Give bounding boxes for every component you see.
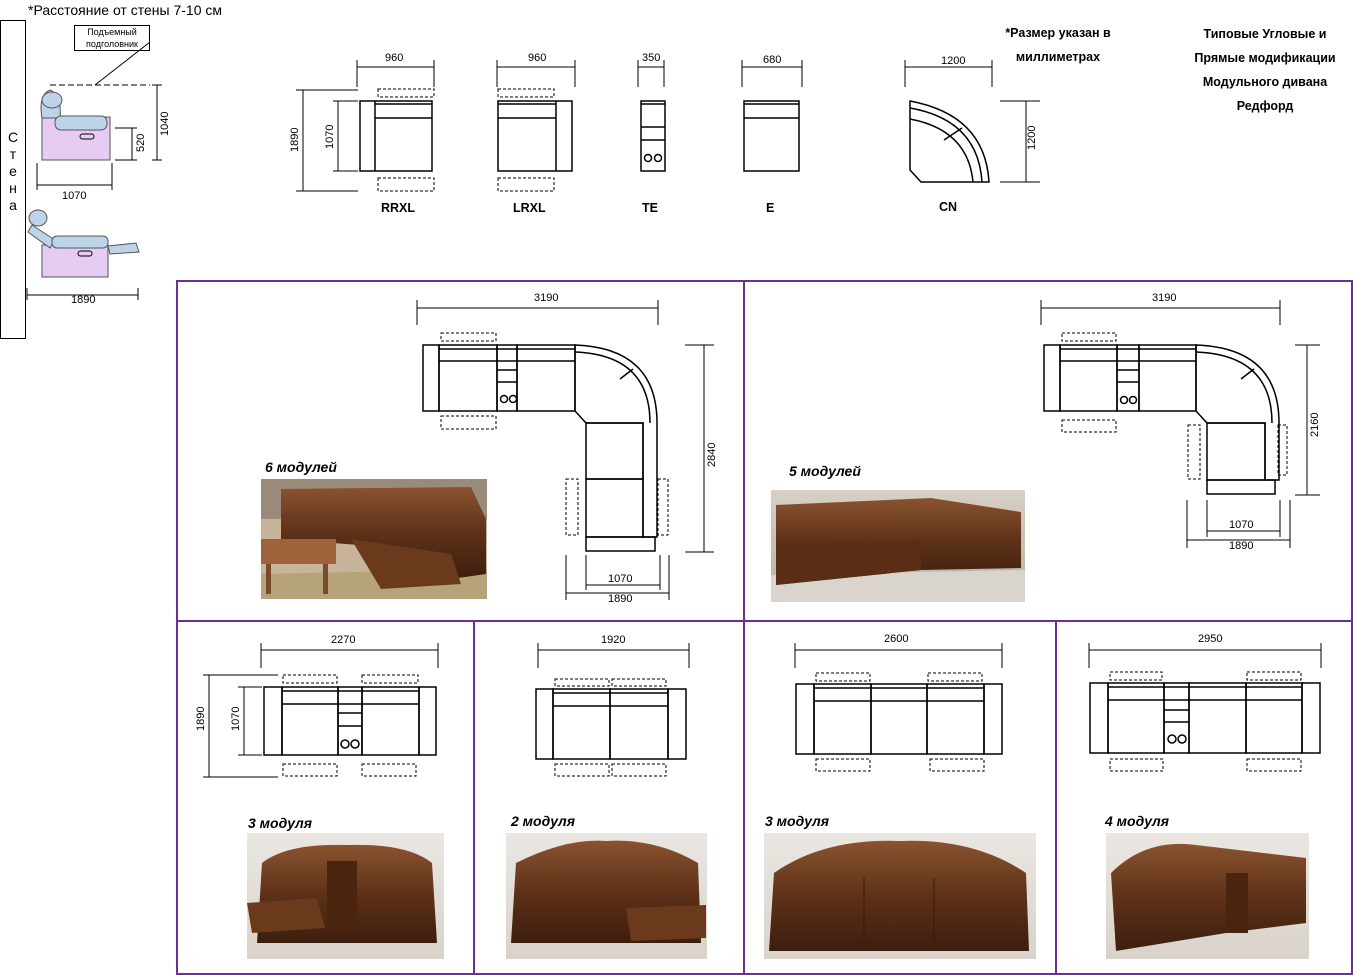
config3a-depth-closed: 1070 [230, 706, 242, 731]
lrxl-width: 960 [528, 52, 547, 64]
title-line-3: Модульного дивана [1202, 75, 1328, 89]
config6-width: 3190 [534, 292, 559, 304]
e-width: 680 [763, 54, 782, 66]
recliner-depth-closed: 1070 [62, 190, 87, 202]
te-code: TE [642, 201, 658, 215]
wall-label: С т е н а [8, 129, 19, 213]
cn-depth: 1200 [1026, 125, 1038, 150]
config3b-caption: 3 модуля [765, 813, 829, 829]
lrxl-code: LRXL [513, 201, 546, 215]
sofa-photo-2 [506, 833, 707, 959]
config6-depth: 2840 [706, 442, 718, 467]
config3a-depth-open: 1890 [195, 706, 207, 731]
sofa-photo-3b [764, 833, 1036, 959]
config6-leg-open: 1890 [608, 593, 633, 605]
config2-width: 1920 [601, 634, 626, 646]
config5-depth: 2160 [1309, 412, 1321, 437]
te-width: 350 [642, 52, 661, 64]
title-line-1: Типовые Угловые и [1203, 27, 1327, 41]
config6-caption: 6 модулей [265, 459, 337, 475]
sofa-photo-3a [247, 833, 444, 959]
recliner-seat: 520 [135, 133, 147, 152]
sofa-photo-4 [1106, 833, 1309, 959]
cn-code: CN [939, 200, 958, 214]
config5-leg-closed: 1070 [1229, 519, 1254, 531]
config5-width: 3190 [1152, 292, 1177, 304]
config4-width: 2950 [1198, 633, 1223, 645]
config6-leg-closed: 1070 [608, 573, 633, 585]
rrxl-code: RRXL [381, 201, 416, 215]
sofa-photo-6 [261, 479, 487, 599]
headrest-label: Подъемный подголовник [74, 25, 150, 51]
sofa-photo-5 [771, 490, 1025, 602]
e-code: E [766, 201, 775, 215]
rrxl-width: 960 [385, 52, 404, 64]
config2-caption: 2 модуля [511, 813, 575, 829]
panel-config-4 [1055, 620, 1353, 975]
recliner-height: 1040 [159, 111, 171, 136]
module-depth-open: 1890 [289, 127, 301, 152]
config3a-width: 2270 [331, 634, 356, 646]
config5-leg-open: 1890 [1229, 540, 1254, 552]
config4-caption: 4 модуля [1105, 813, 1169, 829]
config5-caption: 5 модулей [789, 463, 861, 479]
config3a-caption: 3 модуля [248, 815, 312, 831]
title-line-2: Прямые модификации [1194, 51, 1336, 65]
recliner-depth-open: 1890 [71, 294, 96, 306]
title-line-4: Редфорд [1236, 99, 1294, 113]
wall-bar: С т е н а [0, 20, 26, 339]
cn-width: 1200 [941, 55, 966, 67]
module-depth-closed: 1070 [324, 124, 336, 149]
config3b-width: 2600 [884, 633, 909, 645]
size-note: *Размер указан в миллиметрах [1005, 26, 1111, 64]
distance-note: *Расстояние от стены 7-10 см [28, 2, 222, 18]
page-title: Типовые Угловые и Прямые модификации Мод… [1175, 22, 1353, 118]
